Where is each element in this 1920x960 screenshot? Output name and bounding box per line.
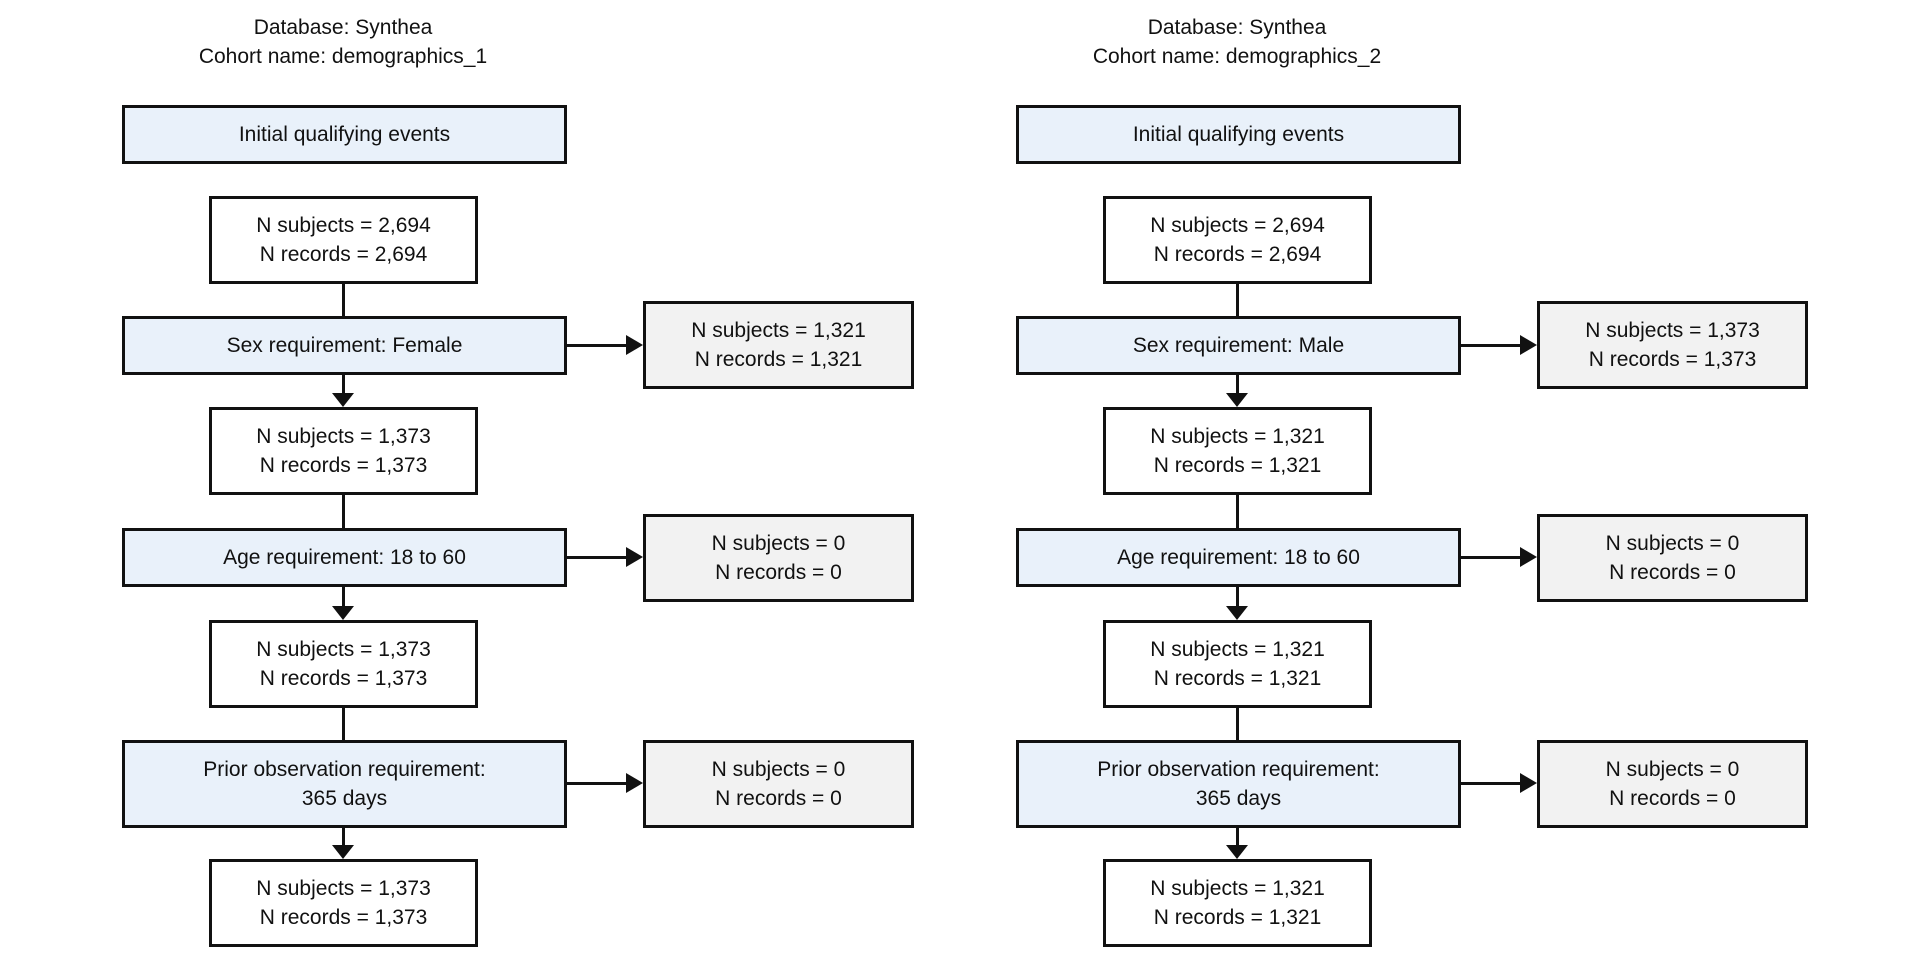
n-records-value: N records = 1,373	[259, 906, 428, 929]
down-arrowhead	[1226, 393, 1248, 407]
n-records-value: N records = 1,373	[1588, 348, 1757, 371]
right-arrowhead	[626, 773, 643, 793]
excluded-count-box-prior-observation: N subjects = 0 N records = 0	[643, 740, 914, 828]
count-box-after-sex: N subjects = 1,373 N records = 1,373	[209, 407, 478, 495]
n-subjects-value: N subjects = 0	[711, 758, 846, 781]
stage-label: Prior observation requirement:	[203, 758, 486, 781]
down-arrowhead	[332, 606, 354, 620]
excluded-count-box-age: N subjects = 0 N records = 0	[1537, 514, 1808, 602]
exclusion-arrow-stem	[567, 556, 626, 559]
n-records-value: N records = 2,694	[1153, 243, 1322, 266]
stage-label-line2: 365 days	[1195, 787, 1282, 810]
stage-box-age-requirement: Age requirement: 18 to 60	[1016, 528, 1461, 587]
stage-label: Age requirement: 18 to 60	[1117, 546, 1360, 569]
exclusion-arrow-stem	[567, 344, 626, 347]
database-label: Database: Synthea	[1147, 16, 1327, 39]
database-label: Database: Synthea	[253, 16, 433, 39]
connector-line	[342, 495, 345, 528]
down-arrowhead	[332, 393, 354, 407]
n-subjects-value: N subjects = 1,373	[256, 425, 431, 448]
right-arrowhead	[626, 335, 643, 355]
down-arrow-stem	[1236, 375, 1239, 395]
n-records-value: N records = 1,373	[259, 454, 428, 477]
n-records-value: N records = 0	[715, 787, 842, 810]
cohort-header: Database: Synthea Cohort name: demograph…	[894, 13, 1580, 71]
down-arrow-stem	[342, 375, 345, 395]
n-subjects-value: N subjects = 2,694	[1150, 214, 1325, 237]
count-box-after-age: N subjects = 1,321 N records = 1,321	[1103, 620, 1372, 708]
n-records-value: N records = 0	[1609, 787, 1736, 810]
right-arrowhead	[1520, 773, 1537, 793]
n-records-value: N records = 0	[1609, 561, 1736, 584]
cohort-diagram-1: Database: Synthea Cohort name: demograph…	[0, 0, 926, 960]
stage-box-age-requirement: Age requirement: 18 to 60	[122, 528, 567, 587]
excluded-count-box-prior-observation: N subjects = 0 N records = 0	[1537, 740, 1808, 828]
initial-qualifying-events-box: Initial qualifying events	[122, 105, 567, 164]
n-subjects-value: N subjects = 1,321	[1150, 638, 1325, 661]
n-records-value: N records = 1,321	[1153, 906, 1322, 929]
down-arrow-stem	[1236, 587, 1239, 608]
n-records-value: N records = 1,373	[259, 667, 428, 690]
count-box-final: N subjects = 1,373 N records = 1,373	[209, 859, 478, 947]
cohort-header: Database: Synthea Cohort name: demograph…	[0, 13, 686, 71]
stage-label-line2: 365 days	[301, 787, 388, 810]
connector-line	[1236, 284, 1239, 316]
right-arrowhead	[1520, 547, 1537, 567]
n-subjects-value: N subjects = 1,373	[256, 877, 431, 900]
cohort-name-label: Cohort name: demographics_2	[1092, 45, 1382, 68]
n-subjects-value: N subjects = 0	[1605, 532, 1740, 555]
excluded-count-box-sex: N subjects = 1,373 N records = 1,373	[1537, 301, 1808, 389]
excluded-count-box-sex: N subjects = 1,321 N records = 1,321	[643, 301, 914, 389]
right-arrowhead	[626, 547, 643, 567]
connector-line	[342, 284, 345, 316]
down-arrowhead	[332, 845, 354, 859]
n-subjects-value: N subjects = 2,694	[256, 214, 431, 237]
n-records-value: N records = 1,321	[1153, 667, 1322, 690]
n-subjects-value: N subjects = 1,321	[691, 319, 866, 342]
down-arrowhead	[1226, 606, 1248, 620]
exclusion-arrow-stem	[1461, 556, 1520, 559]
n-subjects-value: N subjects = 1,373	[1585, 319, 1760, 342]
stage-label: Age requirement: 18 to 60	[223, 546, 466, 569]
count-box-final: N subjects = 1,321 N records = 1,321	[1103, 859, 1372, 947]
count-box-after-age: N subjects = 1,373 N records = 1,373	[209, 620, 478, 708]
exclusion-arrow-stem	[1461, 782, 1520, 785]
stage-box-sex-requirement: Sex requirement: Male	[1016, 316, 1461, 375]
down-arrow-stem	[342, 828, 345, 847]
n-subjects-value: N subjects = 1,373	[256, 638, 431, 661]
cohort-name-label: Cohort name: demographics_1	[198, 45, 488, 68]
count-box-initial: N subjects = 2,694 N records = 2,694	[1103, 196, 1372, 284]
n-subjects-value: N subjects = 1,321	[1150, 425, 1325, 448]
n-subjects-value: N subjects = 0	[711, 532, 846, 555]
down-arrow-stem	[1236, 828, 1239, 847]
n-records-value: N records = 0	[715, 561, 842, 584]
exclusion-arrow-stem	[1461, 344, 1520, 347]
count-box-initial: N subjects = 2,694 N records = 2,694	[209, 196, 478, 284]
exclusion-arrow-stem	[567, 782, 626, 785]
stage-label: Sex requirement: Male	[1132, 334, 1345, 357]
stage-box-prior-observation: Prior observation requirement: 365 days	[122, 740, 567, 828]
stage-box-prior-observation: Prior observation requirement: 365 days	[1016, 740, 1461, 828]
excluded-count-box-age: N subjects = 0 N records = 0	[643, 514, 914, 602]
n-subjects-value: N subjects = 1,321	[1150, 877, 1325, 900]
right-arrowhead	[1520, 335, 1537, 355]
down-arrow-stem	[342, 587, 345, 608]
connector-line	[1236, 708, 1239, 740]
stage-label: Sex requirement: Female	[226, 334, 463, 357]
initial-qualifying-events-label: Initial qualifying events	[1132, 123, 1345, 146]
initial-qualifying-events-box: Initial qualifying events	[1016, 105, 1461, 164]
n-subjects-value: N subjects = 0	[1605, 758, 1740, 781]
initial-qualifying-events-label: Initial qualifying events	[238, 123, 451, 146]
connector-line	[1236, 495, 1239, 528]
connector-line	[342, 708, 345, 740]
count-box-after-sex: N subjects = 1,321 N records = 1,321	[1103, 407, 1372, 495]
stage-box-sex-requirement: Sex requirement: Female	[122, 316, 567, 375]
n-records-value: N records = 1,321	[694, 348, 863, 371]
stage-label: Prior observation requirement:	[1097, 758, 1380, 781]
down-arrowhead	[1226, 845, 1248, 859]
cohort-diagram-2: Database: Synthea Cohort name: demograph…	[894, 0, 1820, 960]
n-records-value: N records = 2,694	[259, 243, 428, 266]
n-records-value: N records = 1,321	[1153, 454, 1322, 477]
